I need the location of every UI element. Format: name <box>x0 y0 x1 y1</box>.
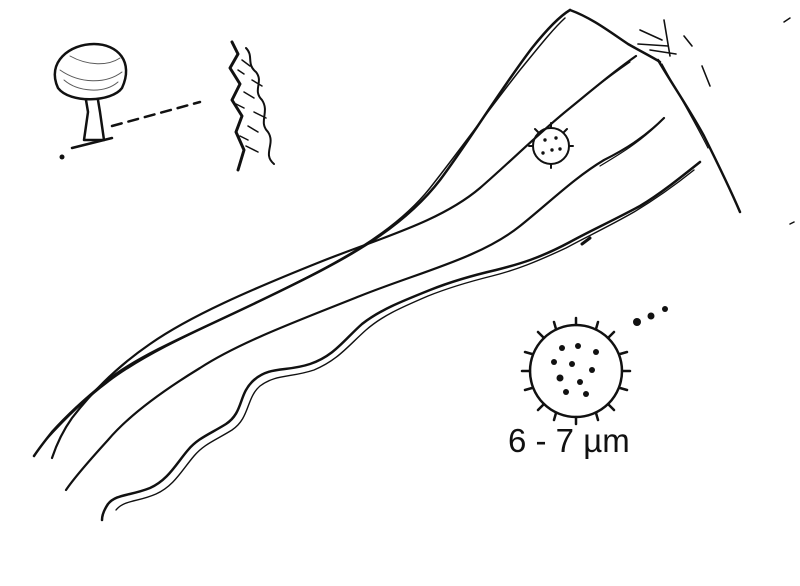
cap-texture-icon <box>228 40 275 172</box>
spore-size-label: 6 - 7 µm <box>508 422 630 459</box>
mushroom-habit-icon <box>53 42 202 160</box>
spore-large-icon <box>520 306 668 426</box>
elongated-structure-drawing <box>32 8 742 522</box>
spore-small-icon <box>528 122 574 169</box>
stray-mark <box>783 17 795 225</box>
